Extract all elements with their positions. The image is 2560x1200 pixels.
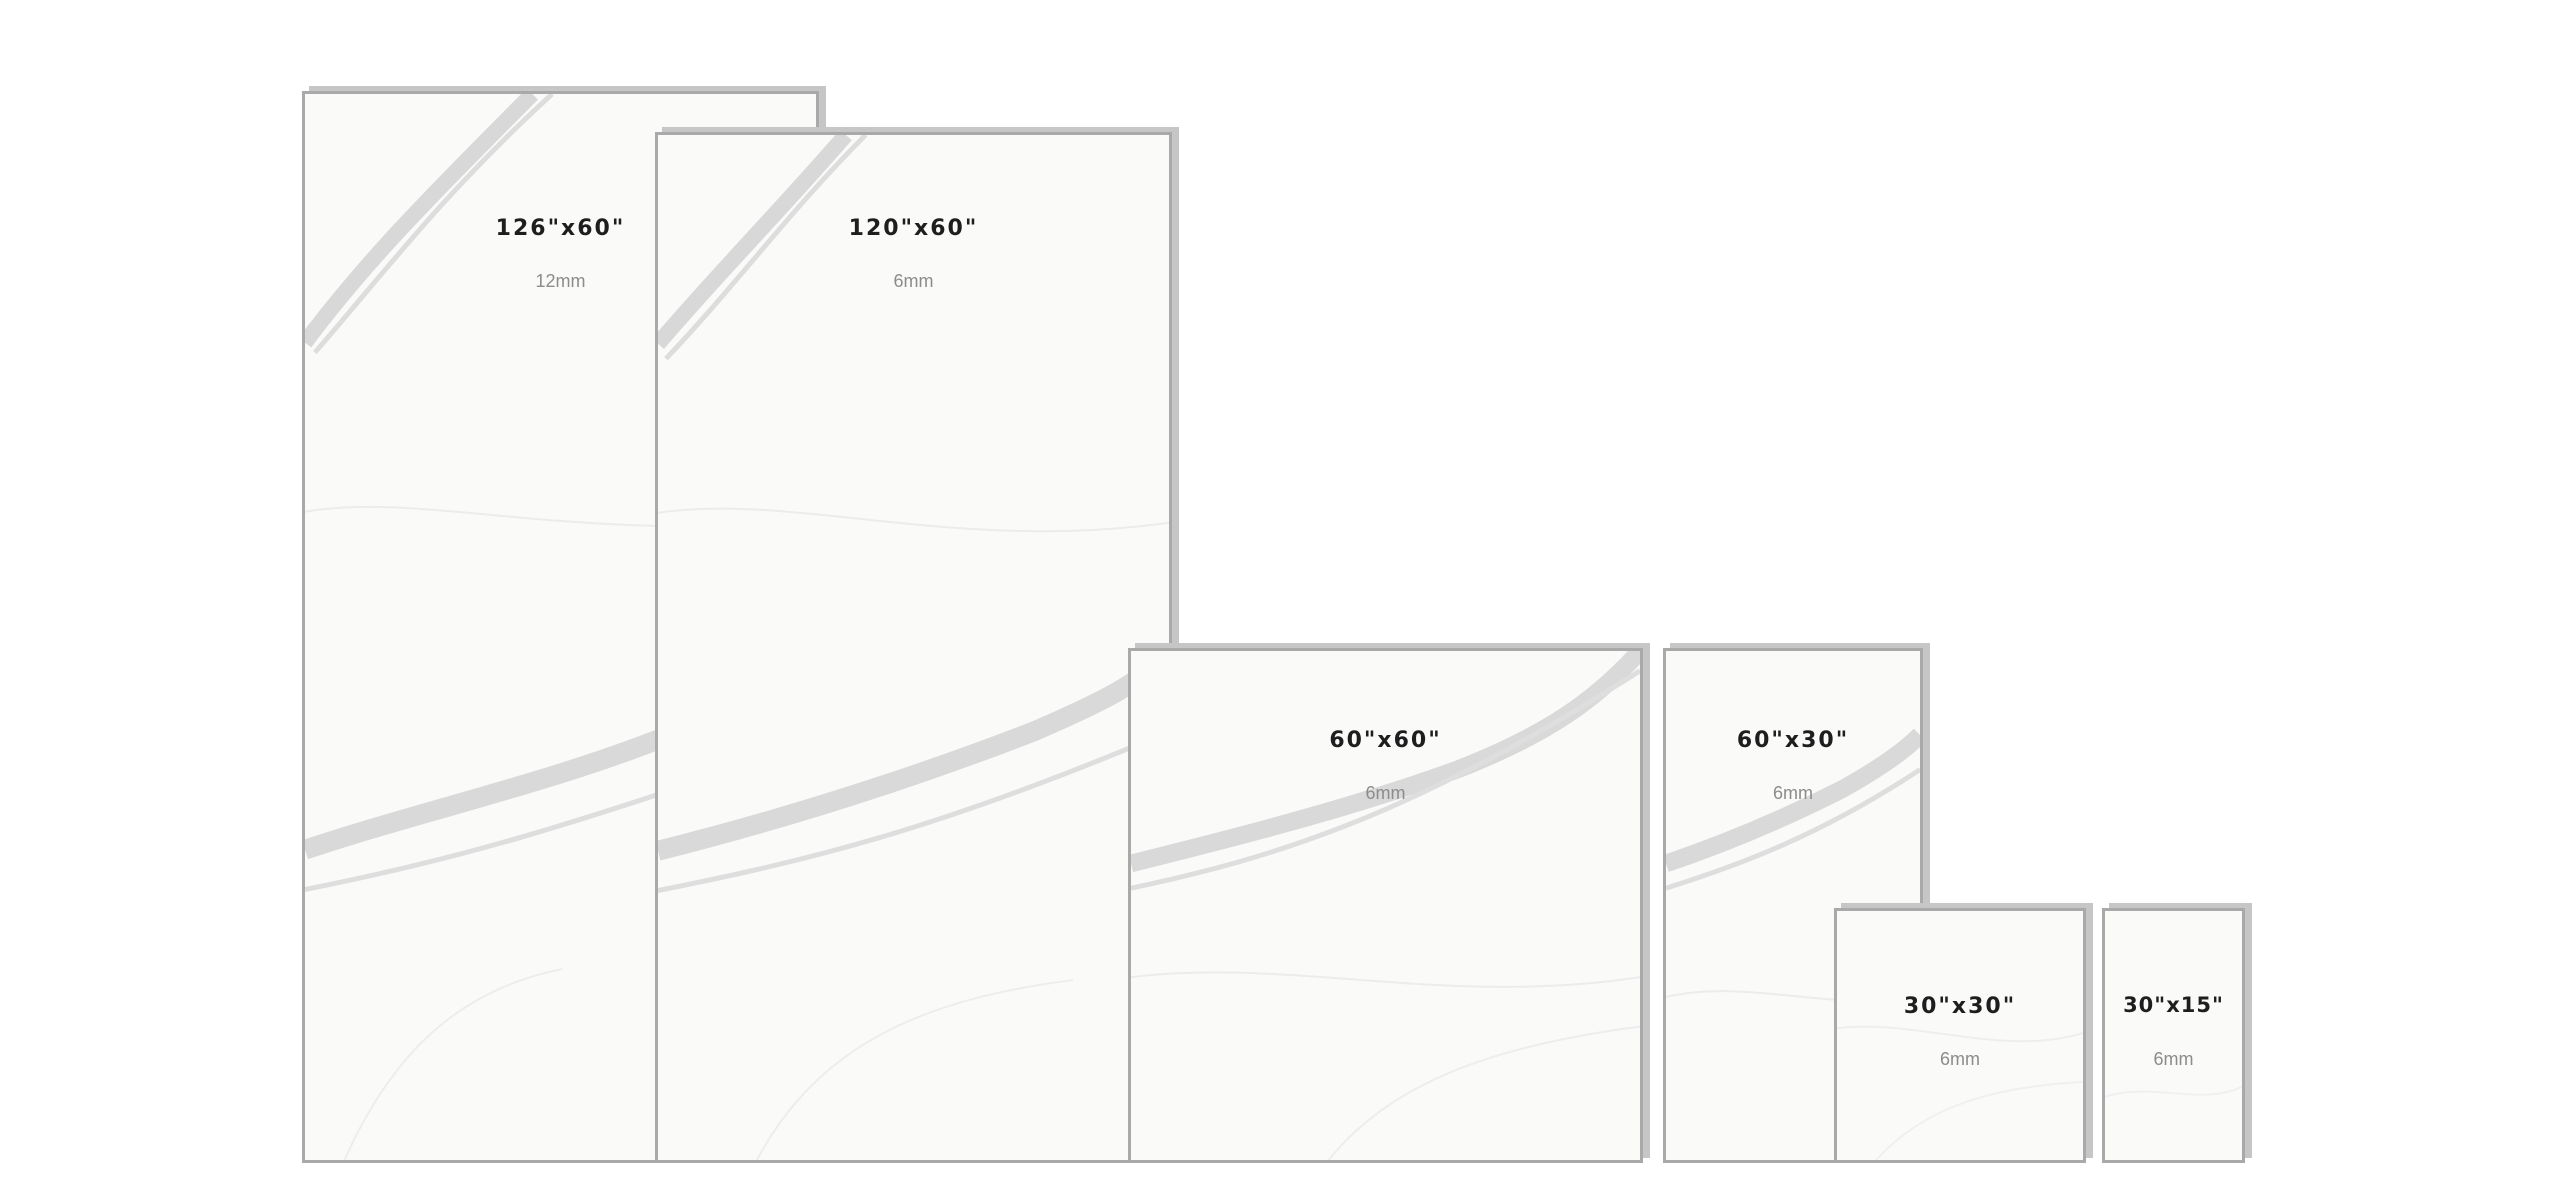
marble-texture [2105, 911, 2242, 1160]
marble-texture [1837, 911, 2083, 1160]
size-label: 60"x60" [1131, 728, 1640, 753]
thickness-label: 6mm [2105, 1049, 2242, 1070]
size-label: 60"x30" [1666, 728, 1920, 753]
thickness-label: 6mm [1131, 783, 1640, 804]
thickness-label: 6mm [658, 271, 1169, 292]
slab-30x15: 30"x15" 6mm [2102, 908, 2245, 1163]
size-label: 30"x15" [2105, 993, 2242, 1017]
slab-60x60: 60"x60" 6mm [1128, 648, 1643, 1163]
size-label: 120"x60" [658, 216, 1169, 241]
thickness-label: 6mm [1666, 783, 1920, 804]
slab-120x60: 120"x60" 6mm [655, 132, 1172, 1163]
slab-30x30: 30"x30" 6mm [1834, 908, 2086, 1163]
thickness-label: 6mm [1837, 1049, 2083, 1070]
size-label: 30"x30" [1837, 994, 2083, 1019]
